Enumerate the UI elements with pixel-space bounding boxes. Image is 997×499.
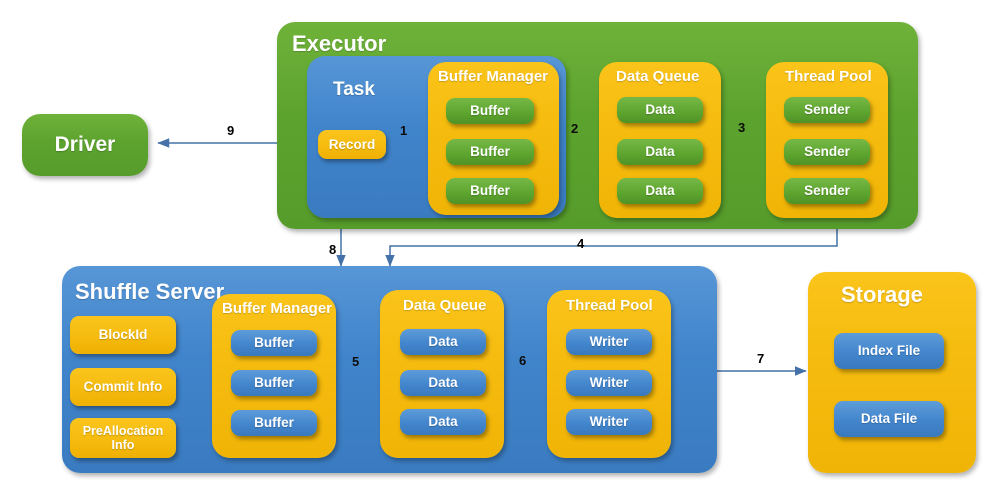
executor-buffer-label: Buffer (470, 183, 510, 199)
flow-label-8: 8 (329, 242, 337, 257)
shuffle-meta-chip-commit-info[interactable]: Commit Info (70, 368, 176, 406)
shuffle-server-title: Shuffle Server (75, 279, 225, 304)
executor-data-chip[interactable]: Data (617, 97, 703, 123)
executor-sender-chip[interactable]: Sender (784, 97, 870, 123)
storage-box[interactable] (808, 272, 976, 473)
executor-sender-label: Sender (804, 183, 850, 199)
storage-file-label: Index File (857, 343, 921, 359)
shuffle-data-chip[interactable]: Data (400, 329, 486, 355)
executor-sender-chip[interactable]: Sender (784, 178, 870, 204)
flow-label-1: 1 (400, 123, 408, 138)
shuffle-writer-chip[interactable]: Writer (566, 409, 652, 435)
flow-label-6: 6 (519, 353, 527, 368)
shuffle-data-chip[interactable]: Data (400, 370, 486, 396)
shuffle-meta-label: PreAllocation Info (82, 424, 164, 452)
driver-box[interactable]: Driver (22, 114, 148, 176)
shuffle-buffer-chip[interactable]: Buffer (231, 370, 317, 396)
record-label: Record (328, 136, 376, 152)
flow-arrow-4 (385, 222, 838, 267)
executor-sender-label: Sender (804, 144, 850, 160)
flow-label-7: 7 (757, 351, 765, 366)
shuffle-writer-label: Writer (589, 375, 629, 391)
shuffle-meta-label: Commit Info (83, 379, 163, 395)
executor-title: Executor (292, 31, 387, 56)
flow-label-5: 5 (352, 354, 360, 369)
shuffle-thread-pool-title: Thread Pool (566, 297, 653, 314)
flow-label-4: 4 (577, 236, 585, 251)
executor-sender-label: Sender (804, 102, 850, 118)
shuffle-buffer-chip[interactable]: Buffer (231, 330, 317, 356)
storage-title: Storage (841, 282, 923, 307)
executor-buffer-chip[interactable]: Buffer (446, 98, 534, 124)
executor-buffer-chip[interactable]: Buffer (446, 139, 534, 165)
shuffle-meta-chip-blockid[interactable]: BlockId (70, 316, 176, 354)
shuffle-meta-label: BlockId (98, 327, 148, 343)
shuffle-buffer-label: Buffer (254, 415, 294, 431)
storage-index-file-chip[interactable]: Index File (834, 333, 944, 369)
shuffle-buffer-label: Buffer (254, 375, 294, 391)
executor-data-queue-title: Data Queue (616, 68, 700, 85)
executor-data-chip[interactable]: Data (617, 178, 703, 204)
shuffle-buffer-chip[interactable]: Buffer (231, 410, 317, 436)
storage-file-label: Data File (860, 411, 918, 427)
executor-buffer-label: Buffer (470, 103, 510, 119)
executor-buffer-label: Buffer (470, 144, 510, 160)
shuffle-writer-chip[interactable]: Writer (566, 370, 652, 396)
shuffle-writer-chip[interactable]: Writer (566, 329, 652, 355)
shuffle-meta-chip-preallocation-info[interactable]: PreAllocation Info (70, 418, 176, 458)
executor-data-label: Data (645, 144, 675, 160)
executor-data-label: Data (645, 183, 675, 199)
shuffle-data-queue-title: Data Queue (403, 297, 487, 314)
shuffle-data-label: Data (428, 334, 458, 350)
shuffle-buffer-manager-title: Buffer Manager (222, 300, 333, 317)
flow-label-3: 3 (738, 120, 746, 135)
executor-sender-chip[interactable]: Sender (784, 139, 870, 165)
task-title: Task (333, 79, 375, 100)
shuffle-data-chip[interactable]: Data (400, 409, 486, 435)
storage-data-file-chip[interactable]: Data File (834, 401, 944, 437)
flow-label-9: 9 (227, 123, 235, 138)
executor-thread-pool-title: Thread Pool (785, 68, 872, 85)
shuffle-data-label: Data (428, 375, 458, 391)
executor-data-label: Data (645, 102, 675, 118)
driver-label: Driver (54, 133, 116, 156)
executor-data-chip[interactable]: Data (617, 139, 703, 165)
shuffle-writer-label: Writer (589, 414, 629, 430)
shuffle-data-label: Data (428, 414, 458, 430)
executor-buffer-chip[interactable]: Buffer (446, 178, 534, 204)
shuffle-buffer-label: Buffer (254, 335, 294, 351)
shuffle-writer-label: Writer (589, 334, 629, 350)
record-chip[interactable]: Record (318, 130, 386, 159)
flow-label-2: 2 (571, 121, 579, 136)
executor-buffer-manager-title: Buffer Manager (438, 68, 549, 85)
